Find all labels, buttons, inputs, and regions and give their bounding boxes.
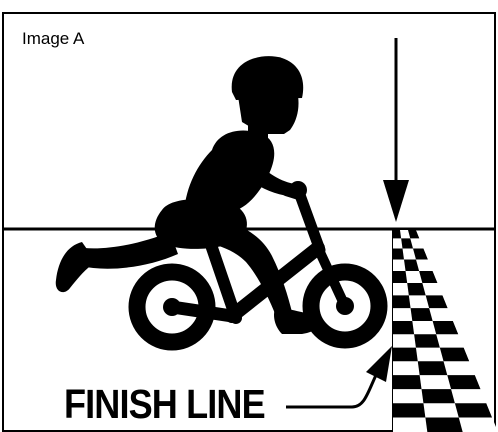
down-arrow-icon <box>383 38 409 222</box>
checker-square <box>455 403 492 417</box>
checker-square <box>414 334 440 347</box>
checker-square <box>425 418 462 432</box>
checker-square <box>392 295 411 308</box>
checker-square <box>411 308 433 321</box>
checker-square <box>426 295 448 308</box>
checker-square <box>440 348 469 362</box>
checker-square <box>392 230 401 238</box>
child-on-balance-bike-silhouette <box>56 56 379 342</box>
checker-square <box>392 248 404 259</box>
checkered-finish-track <box>392 230 498 432</box>
checker-square <box>392 403 425 417</box>
finish-line-label: FINISH LINE <box>64 381 265 428</box>
checker-square <box>422 389 455 403</box>
checker-square <box>419 271 437 283</box>
checker-square <box>392 321 414 334</box>
checker-square <box>433 321 459 334</box>
image-label: Image A <box>22 29 84 49</box>
checker-square <box>392 271 407 283</box>
checker-square <box>418 361 448 375</box>
curved-pointer-arrow-icon <box>286 346 392 407</box>
checker-square <box>392 375 422 389</box>
checker-square <box>447 375 480 389</box>
checker-square <box>392 348 418 362</box>
